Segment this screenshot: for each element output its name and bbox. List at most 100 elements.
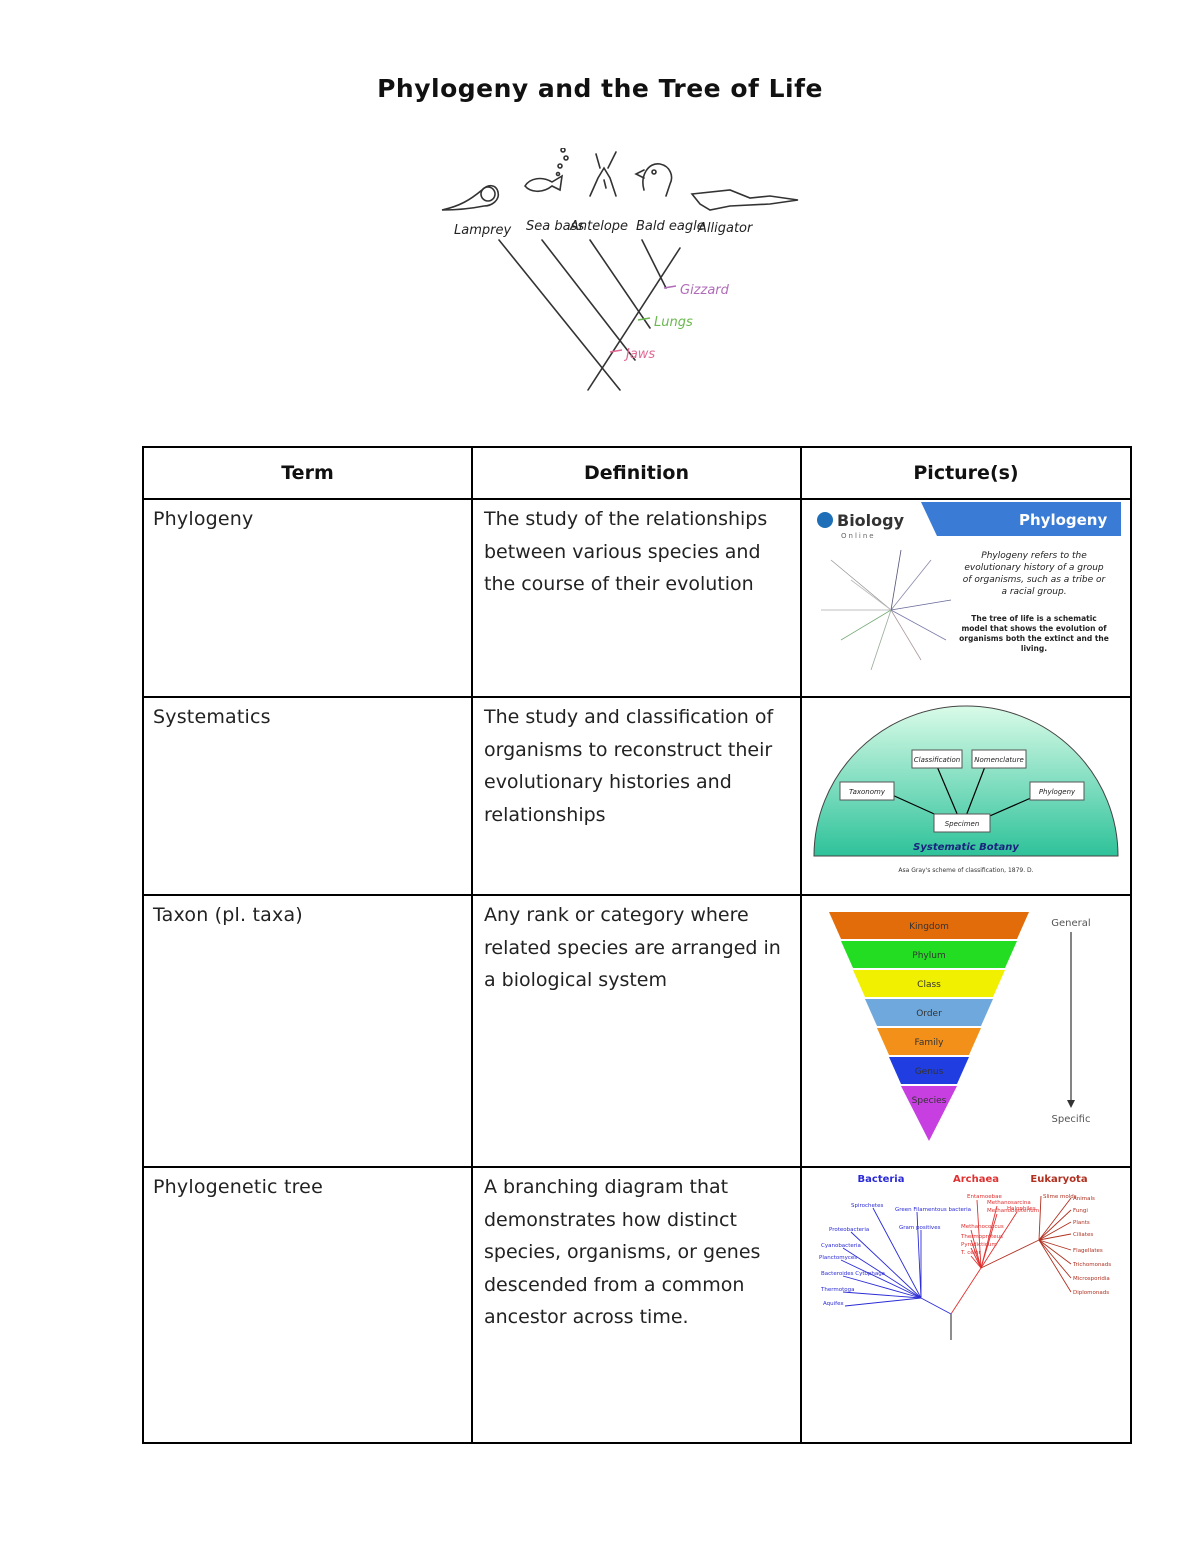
vocabulary-table: Term Definition Picture(s) Phylogeny The… <box>142 446 1132 1444</box>
domain-label-bacteria: Bacteria <box>858 1174 905 1185</box>
taxon-label: Alligator <box>697 221 754 236</box>
rank-label: Genus <box>915 1067 944 1077</box>
bacteria-branch <box>842 1247 922 1299</box>
eukarya-branch <box>1038 1221 1072 1241</box>
lineage-label: T. celer <box>960 1250 982 1256</box>
diagram-label: Systematic Botany <box>913 842 1019 853</box>
lamprey-drawing <box>441 184 500 211</box>
term-cell: Systematics <box>153 706 271 728</box>
archaea-branch <box>970 1255 982 1269</box>
bacteria-branch <box>842 1275 922 1299</box>
diagram-box: Specimen <box>945 820 980 828</box>
rank-level-kingdom <box>829 912 1029 939</box>
lineage-label: Methanosarcina <box>987 1200 1031 1206</box>
taxon-label: Bald eagle <box>636 219 705 234</box>
rank-label: Class <box>917 980 941 990</box>
archaea-branch <box>980 1213 998 1269</box>
eukarya-branch <box>1038 1239 1072 1265</box>
brand-sub: Online <box>841 532 876 540</box>
lineage-label: Entamoebae <box>967 1194 1002 1200</box>
diagram-box: Classification <box>914 756 960 764</box>
eukarya-branch <box>1038 1197 1072 1241</box>
term-cell: Phylogenetic tree <box>153 1176 323 1198</box>
table-header-row: Term Definition Picture(s) <box>142 446 1132 500</box>
antelope-drawing <box>589 151 617 197</box>
rank-label: Kingdom <box>909 922 949 932</box>
lineage-label: Cyanobacteria <box>821 1243 861 1249</box>
lineage-label: Slime molds <box>1043 1194 1077 1200</box>
lineage-label: Ciliates <box>1073 1232 1093 1238</box>
brand-name: Biology <box>837 511 905 530</box>
eukarya-branch <box>1038 1233 1072 1241</box>
infographic-text-1: Phylogeny refers to the evolutionary his… <box>962 551 1106 597</box>
table-row: Phylogeny The study of the relationships… <box>142 498 1132 698</box>
lineage-label: Trichomonads <box>1072 1262 1111 1268</box>
bacteria-branch <box>872 1207 922 1299</box>
cladogram-figure: Lamprey Sea bass Antelope Bald eagle All… <box>441 148 799 391</box>
lineage-label: Methanococcus <box>961 1224 1004 1230</box>
rank-label: Order <box>916 1009 942 1019</box>
bacteria-branch <box>840 1259 922 1299</box>
eukarya-branch <box>1038 1195 1042 1241</box>
domain-label-eukaryota: Eukaryota <box>1030 1174 1087 1185</box>
page-title: Phylogeny and the Tree of Life <box>377 74 823 103</box>
taxon-label: Antelope <box>569 219 628 234</box>
table-row: Phylogenetic tree A branching diagram th… <box>142 1166 1132 1444</box>
bald-eagle-drawing <box>634 163 673 197</box>
rank-level-class <box>853 970 1005 997</box>
diagram-box: Taxonomy <box>849 788 886 796</box>
lineage-label: Aquifex <box>823 1301 844 1307</box>
general-label: General <box>1051 918 1090 929</box>
archaea-branch <box>970 1229 982 1269</box>
lineage-label: Pyrodicticum <box>961 1242 997 1248</box>
tree-branches <box>498 239 681 391</box>
lineage-label: Plants <box>1073 1220 1090 1226</box>
taxon-label: Sea bass <box>526 219 584 234</box>
lineage-label: Green Filamentous bacteria <box>895 1207 971 1213</box>
tree-of-life-diagram: Bacteria Archaea Eukaryota SpirochetesGr… <box>819 1174 1111 1340</box>
rank-label: Family <box>915 1038 945 1048</box>
lineage-label: Proteobacteria <box>829 1227 869 1233</box>
alligator-drawing <box>690 189 799 211</box>
lineage-label: Thermoproteus <box>960 1234 1003 1240</box>
eukarya-branch <box>1038 1209 1072 1241</box>
term-cell: Taxon (pl. taxa) <box>153 904 303 926</box>
lineage-label: Spirochetes <box>851 1203 883 1209</box>
rank-label: Phylum <box>912 951 945 961</box>
rank-level-species <box>901 1086 957 1141</box>
trait-label-lungs: Lungs <box>654 315 693 330</box>
systematics-diagram: Classification Nomenclature Taxonomy Phy… <box>813 705 1119 874</box>
rank-level-family <box>877 1028 981 1055</box>
lineage-label: Bacteroides Cytophaga <box>821 1271 885 1277</box>
diagram-box: Phylogeny <box>1039 788 1076 796</box>
eukarya-branch <box>1038 1239 1072 1251</box>
domain-label-archaea: Archaea <box>953 1174 999 1185</box>
diagram-caption: Asa Gray's scheme of classification, 187… <box>898 867 1033 874</box>
rank-level-genus <box>889 1057 969 1084</box>
sea-bass-drawing <box>524 174 564 193</box>
radial-tree-icon <box>821 549 952 671</box>
bacteria-branch <box>842 1291 922 1299</box>
specific-label: Specific <box>1052 1114 1091 1125</box>
term-cell: Phylogeny <box>153 508 254 530</box>
bacteria-stem <box>920 1297 952 1315</box>
lineage-label: Planctomyces <box>819 1255 857 1261</box>
trait-label-jaws: Jaws <box>623 347 655 362</box>
trait-label-gizzard: Gizzard <box>680 283 730 298</box>
taxon-label: Lamprey <box>454 223 511 238</box>
definition-cell: The study of the relationships between v… <box>484 508 768 595</box>
lineage-label: Gram positives <box>899 1225 941 1231</box>
archaea-branch <box>976 1199 982 1269</box>
column-header: Term <box>142 446 473 500</box>
lineage-label: Methanobacterium <box>987 1208 1039 1214</box>
archaea-stem <box>950 1267 982 1315</box>
banner-text: Phylogeny <box>1019 511 1107 529</box>
lineage-label: Thermotoga <box>820 1287 855 1293</box>
column-header: Picture(s) <box>800 446 1132 500</box>
biology-online-logo-icon <box>817 512 833 528</box>
diagram-box: Nomenclature <box>974 756 1024 764</box>
bacteria-branch <box>916 1211 922 1299</box>
archaea-branch <box>980 1211 1018 1269</box>
column-header: Definition <box>471 446 802 500</box>
table-row: Systematics The study and classification… <box>142 696 1132 896</box>
